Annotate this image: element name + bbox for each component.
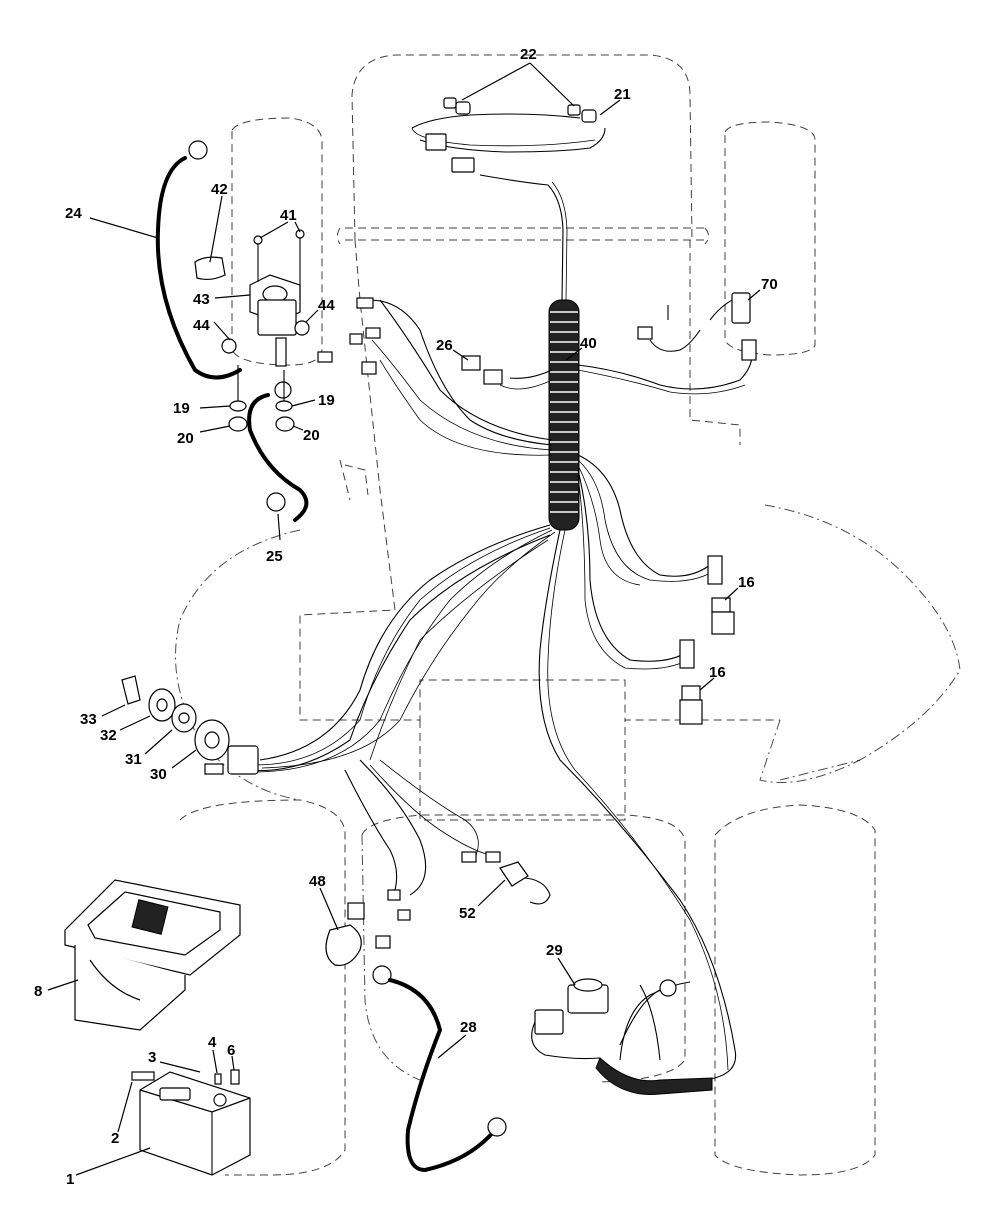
callout-3: 3 xyxy=(148,1049,156,1066)
callout-70: 70 xyxy=(761,276,778,293)
callout-40: 40 xyxy=(580,335,597,352)
harness-wires xyxy=(244,113,754,1081)
battery-tray xyxy=(64,879,241,1031)
callout-1: 1 xyxy=(66,1171,74,1188)
callout-2: 2 xyxy=(111,1130,119,1147)
callout-20-left: 20 xyxy=(177,430,194,447)
callout-24: 24 xyxy=(65,205,82,222)
wire-conduit xyxy=(548,299,580,531)
starter-solenoid xyxy=(194,229,310,432)
connectors-lower xyxy=(325,851,551,967)
callout-26: 26 xyxy=(436,337,453,354)
callout-16-lower: 16 xyxy=(709,664,726,681)
callout-20-right: 20 xyxy=(303,427,320,444)
callout-31: 31 xyxy=(125,751,142,768)
callout-44-right: 44 xyxy=(318,297,335,314)
callout-19-left: 19 xyxy=(173,400,190,417)
callout-41: 41 xyxy=(280,207,297,224)
callout-32: 32 xyxy=(100,727,117,744)
callout-22: 22 xyxy=(520,46,537,63)
callout-8: 8 xyxy=(34,983,42,1000)
switch-70 xyxy=(637,292,757,361)
battery xyxy=(131,1069,251,1176)
callout-21: 21 xyxy=(614,86,631,103)
callout-30: 30 xyxy=(150,766,167,783)
connectors-upper xyxy=(317,297,503,385)
callout-52: 52 xyxy=(459,905,476,922)
callout-19-right: 19 xyxy=(318,392,335,409)
relay-29 xyxy=(531,978,713,1095)
callout-16-upper: 16 xyxy=(738,574,755,591)
callout-44-left: 44 xyxy=(193,317,210,334)
connectors-16 xyxy=(679,555,735,725)
callout-29: 29 xyxy=(546,942,563,959)
leader-lines xyxy=(47,62,761,1176)
callout-43: 43 xyxy=(193,291,210,308)
battery-cables xyxy=(155,140,309,522)
callout-48: 48 xyxy=(309,873,326,890)
callout-42: 42 xyxy=(211,181,228,198)
callout-28: 28 xyxy=(460,1019,477,1036)
callout-33: 33 xyxy=(80,711,97,728)
callout-labels: 24 42 41 43 44 44 19 19 20 20 25 22 21 2… xyxy=(34,46,778,1188)
ignition-switch xyxy=(121,675,259,775)
callout-6: 6 xyxy=(227,1042,235,1059)
callout-25: 25 xyxy=(266,548,283,565)
callout-4: 4 xyxy=(208,1034,217,1051)
cable-28 xyxy=(372,965,507,1173)
headlight-harness xyxy=(425,97,597,173)
